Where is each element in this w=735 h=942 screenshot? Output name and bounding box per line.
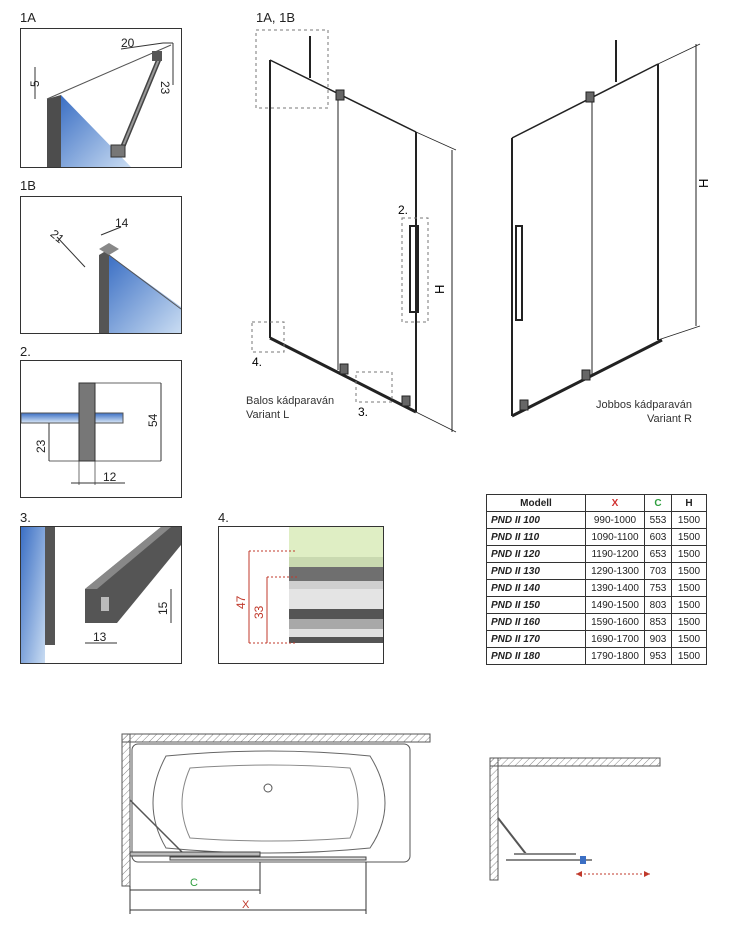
spec-cell-model: PND II 110 <box>486 528 586 546</box>
dim-3-b: 13 <box>93 630 107 644</box>
spec-cell-x: 1090-1100 <box>585 528 645 546</box>
spec-cell-x: 1690-1700 <box>585 630 645 648</box>
detail-3-label: 3. <box>20 510 31 525</box>
spec-cell-x: 1590-1600 <box>585 613 645 631</box>
dim-1a-c: 23 <box>158 81 172 95</box>
caption-left-line1: Balos kádparaván <box>246 395 335 407</box>
caption-right-line2: Variant R <box>646 413 692 425</box>
spec-cell-c: 603 <box>644 528 672 546</box>
dim-1b-a: 21 <box>48 227 67 247</box>
dim-1b-b: 14 <box>115 216 129 230</box>
callout-4: 4. <box>252 355 262 369</box>
dim-1a-a: 20 <box>121 36 135 50</box>
main-1a1b-label: 1A, 1B <box>256 10 296 25</box>
dim-4-a: 47 <box>234 595 248 609</box>
plan-view-drawing: C X <box>121 733 431 914</box>
spec-cell-model: PND II 150 <box>486 596 586 614</box>
callout-3: 3. <box>358 405 368 419</box>
spec-cell-h: 1500 <box>671 613 707 631</box>
spec-cell-c: 703 <box>644 562 672 580</box>
height-left-label: H <box>432 285 447 294</box>
variant-right-drawing <box>511 40 701 418</box>
spec-cell-c: 653 <box>644 545 672 563</box>
spec-cell-x: 1790-1800 <box>585 647 645 665</box>
spec-cell-model: PND II 120 <box>486 545 586 563</box>
spec-cell-model: PND II 130 <box>486 562 586 580</box>
spec-cell-h: 1500 <box>671 647 707 665</box>
spec-cell-model: PND II 180 <box>486 647 586 665</box>
detail-1a-label: 1A <box>20 10 36 25</box>
spec-cell-h: 1500 <box>671 579 707 597</box>
spec-header-c: C <box>644 494 672 512</box>
spec-cell-c: 853 <box>644 613 672 631</box>
caption-left: Balos kádparaván Variant L <box>246 394 334 422</box>
spec-cell-h: 1500 <box>671 630 707 648</box>
main-views: H 2. 3. 4. H <box>251 29 711 433</box>
caption-right: Jobbos kádparaván Variant R <box>590 398 692 426</box>
spec-cell-c: 553 <box>644 511 672 529</box>
variant-left-drawing <box>251 29 457 433</box>
spec-cell-x: 1390-1400 <box>585 579 645 597</box>
detail-2-box: 54 23 12 <box>20 360 182 498</box>
callout-2: 2. <box>398 203 408 217</box>
spec-cell-h: 1500 <box>671 545 707 563</box>
spec-cell-model: PND II 160 <box>486 613 586 631</box>
caption-left-line2: Variant L <box>246 409 290 421</box>
spec-cell-h: 1500 <box>671 562 707 580</box>
detail-1b-box: 21 14 <box>20 196 182 334</box>
spec-table-header-row: Modell X C H <box>486 494 707 512</box>
dim-4-b: 33 <box>252 605 266 619</box>
dim-1a-b: 5 <box>28 80 42 87</box>
detail-4-label: 4. <box>218 510 229 525</box>
spec-cell-model: PND II 140 <box>486 579 586 597</box>
dim-2-a: 54 <box>146 413 160 427</box>
spec-cell-c: 803 <box>644 596 672 614</box>
spec-cell-model: PND II 170 <box>486 630 586 648</box>
spec-cell-c: 953 <box>644 647 672 665</box>
detail-3-box: 15 13 <box>20 526 182 664</box>
detail-1a-drawing: 20 5 23 <box>28 36 174 167</box>
detail-1b-drawing: 21 14 <box>48 216 181 333</box>
spec-cell-model: PND II 100 <box>486 511 586 529</box>
spec-cell-h: 1500 <box>671 528 707 546</box>
caption-right-line1: Jobbos kádparaván <box>595 399 692 411</box>
spec-cell-x: 1490-1500 <box>585 596 645 614</box>
plan-view-small <box>489 757 661 881</box>
spec-cell-h: 1500 <box>671 511 707 529</box>
spec-cell-x: 1290-1300 <box>585 562 645 580</box>
detail-4-box: 47 33 <box>218 526 384 664</box>
height-right-label: H <box>696 179 711 188</box>
detail-2-label: 2. <box>20 344 31 359</box>
dim-2-b: 23 <box>34 439 48 453</box>
spec-cell-x: 990-1000 <box>585 511 645 529</box>
plan-c-label: C <box>190 877 198 889</box>
spec-header-model: Modell <box>486 494 586 512</box>
spec-cell-c: 903 <box>644 630 672 648</box>
detail-1b-label: 1B <box>20 178 36 193</box>
dim-3-a: 15 <box>156 601 170 615</box>
detail-4-drawing: 47 33 <box>234 527 383 644</box>
detail-3-drawing: 15 13 <box>21 527 181 663</box>
detail-2-drawing: 54 23 12 <box>21 382 162 485</box>
spec-header-h: H <box>671 494 707 512</box>
plan-x-label: X <box>242 899 250 911</box>
dim-2-c: 12 <box>103 470 117 484</box>
spec-header-x: X <box>585 494 645 512</box>
spec-cell-x: 1190-1200 <box>585 545 645 563</box>
spec-cell-h: 1500 <box>671 596 707 614</box>
spec-cell-c: 753 <box>644 579 672 597</box>
detail-1a-box: 20 5 23 <box>20 28 182 168</box>
